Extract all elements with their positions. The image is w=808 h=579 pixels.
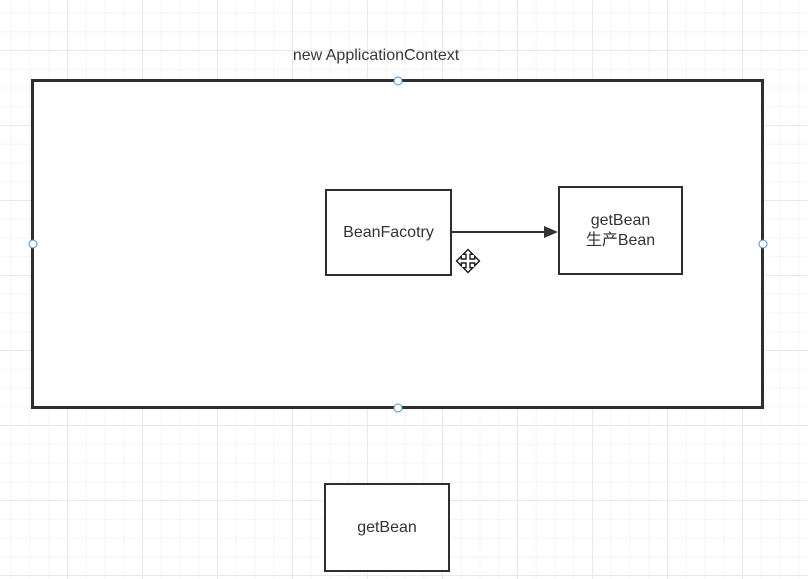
node-bean-factory-label: BeanFacotry [343,223,434,241]
edge-arrow[interactable] [450,218,562,246]
node-get-bean-produce-label-line1: getBean [590,211,651,229]
container-label: new ApplicationContext [292,47,460,64]
handle-bottom[interactable] [393,403,403,413]
move-cursor-icon [455,248,481,274]
node-get-bean-produce-label-line2: 生产Bean [585,231,656,249]
handle-left[interactable] [28,239,37,249]
handle-top[interactable] [393,76,403,85]
handle-right[interactable] [758,239,768,249]
node-bean-factory[interactable]: BeanFacotry [325,189,452,276]
node-get-bean-produce[interactable]: getBean 生产Bean [558,186,683,275]
node-get-bean[interactable]: getBean [324,483,450,572]
node-get-bean-label: getBean [357,518,417,536]
